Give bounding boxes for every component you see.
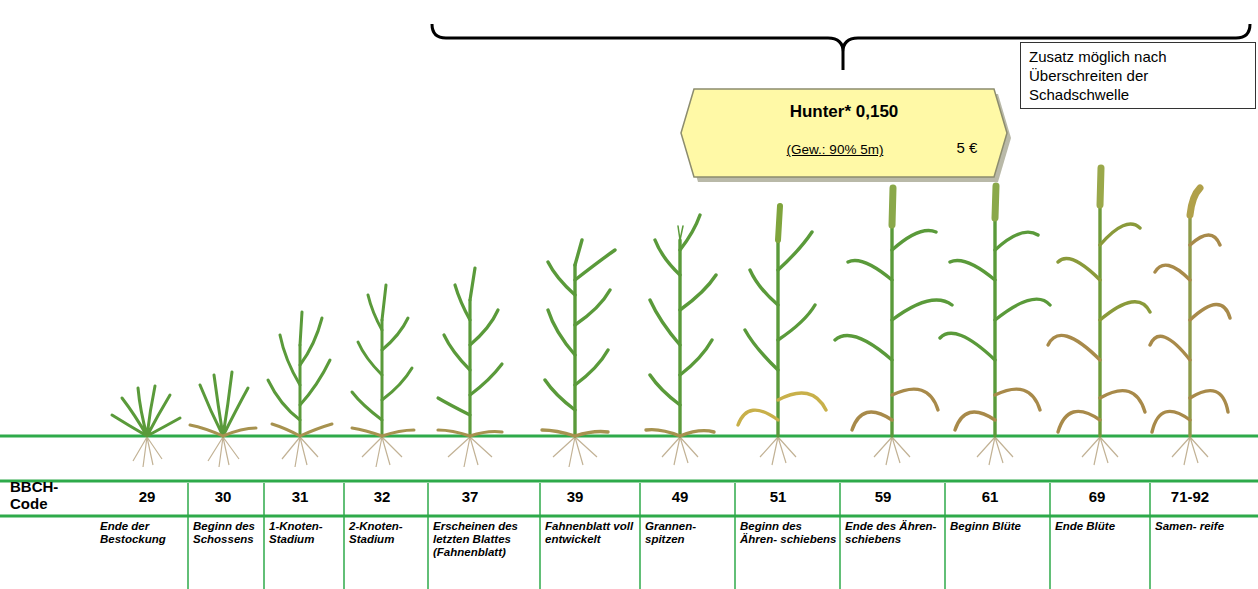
- plant-69: [1048, 168, 1150, 436]
- note-box: Zusatz möglich nach Überschreiten der Sc…: [1020, 42, 1256, 109]
- roots: [133, 437, 1208, 467]
- stage-description: Ende der Bestockung: [97, 520, 185, 586]
- plant-51: [738, 206, 826, 436]
- plant-39: [542, 240, 615, 436]
- bbch-code: 49: [648, 488, 712, 508]
- stage-description: Beginn Blüte: [947, 520, 1047, 586]
- note-text: Zusatz möglich nach Überschreiten der Sc…: [1029, 47, 1247, 104]
- bbch-code: 39: [543, 488, 607, 508]
- price: 5 €: [942, 138, 992, 158]
- table-lines: [0, 436, 1258, 589]
- stage-description: Grannen- spitzen: [642, 520, 732, 586]
- bbch-code: 59: [851, 488, 915, 508]
- stage-description: Beginn des Schossens: [190, 520, 261, 586]
- plant-29: [112, 386, 180, 436]
- plant-49: [646, 215, 716, 436]
- product-name: Hunter* 0,150: [720, 102, 968, 122]
- bbch-code: 32: [350, 488, 414, 508]
- plant-32: [352, 285, 414, 436]
- stage-description: Beginn des Ähren- schiebens: [737, 520, 837, 586]
- stage-description: Erscheinen des letzten Blattes (Fahnenbl…: [430, 520, 537, 586]
- bbch-code: 30: [191, 488, 255, 508]
- bbch-code: 71-92: [1158, 488, 1222, 508]
- plant-37: [438, 268, 502, 436]
- stage-description: 1-Knoten- Stadium: [266, 520, 341, 586]
- bbch-code: 61: [958, 488, 1022, 508]
- bbch-code: 37: [438, 488, 502, 508]
- plant-31: [268, 312, 332, 436]
- bbch-code: 31: [268, 488, 332, 508]
- plant-61: [940, 186, 1050, 436]
- plant-71-92: [1150, 188, 1230, 436]
- stage-description: Ende des Ähren- schiebens: [842, 520, 942, 586]
- stage-description: Ende Blüte: [1052, 520, 1147, 586]
- stage-description: 2-Knoten- Stadium: [346, 520, 425, 586]
- stage-description: Fahnenblatt voll entwickelt: [542, 520, 637, 586]
- plant-30: [190, 372, 256, 436]
- product-callout: Hunter* 0,150 (Gew.: 90% 5m) 5 €: [680, 88, 1008, 178]
- plant-59: [835, 188, 952, 436]
- weight-note: (Gew.: 90% 5m): [740, 140, 930, 160]
- bbch-code: 51: [746, 488, 810, 508]
- bbch-code: 69: [1065, 488, 1129, 508]
- stage-description: Samen- reife: [1152, 520, 1255, 586]
- bbch-code: 29: [115, 488, 179, 508]
- bbch-heading: BBCH- Code: [10, 478, 80, 516]
